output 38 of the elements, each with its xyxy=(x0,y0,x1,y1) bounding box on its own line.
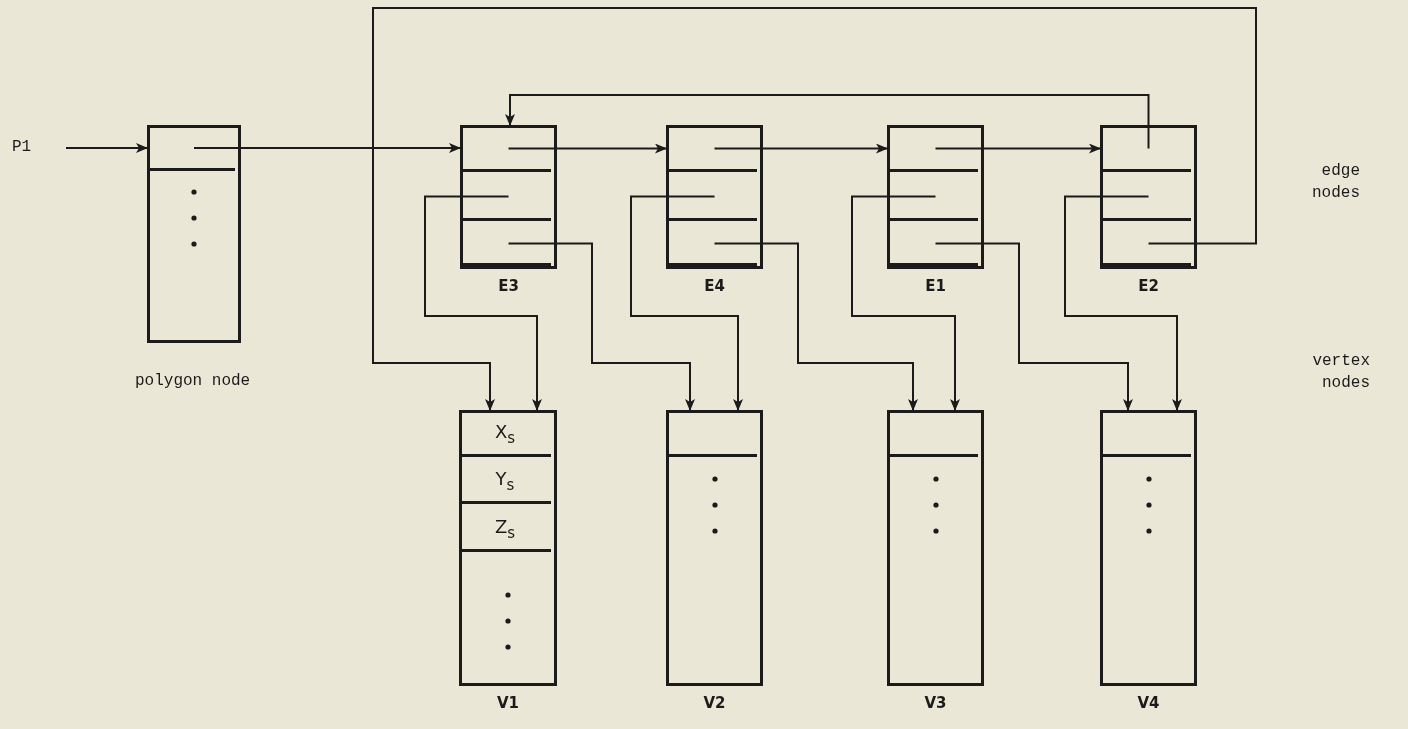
record-box xyxy=(460,125,557,269)
record-box xyxy=(459,410,557,686)
record-box xyxy=(147,125,241,343)
record-box xyxy=(887,125,984,269)
node-caption: E4 xyxy=(703,277,726,295)
node-caption: E2 xyxy=(1137,277,1160,295)
pointer-arrow xyxy=(507,143,667,154)
pointer-arrow xyxy=(507,242,695,411)
pointer-arrow xyxy=(1064,195,1182,411)
pointer-arrow xyxy=(193,143,461,153)
node-caption: V4 xyxy=(1136,694,1161,712)
node-caption: V3 xyxy=(923,694,948,712)
pointer-arrow xyxy=(65,143,148,153)
record-box xyxy=(666,410,763,686)
note-label: vertex nodes xyxy=(1311,351,1370,394)
node-caption: E3 xyxy=(497,277,520,295)
node-caption: V2 xyxy=(702,694,727,712)
record-box xyxy=(1100,410,1197,686)
note-label: edge nodes xyxy=(1311,161,1360,204)
pointer-arrow xyxy=(851,195,960,411)
pointer-arrow xyxy=(713,242,918,411)
pointer-arrow xyxy=(934,242,1133,411)
field-cell: X$_{s}$ xyxy=(459,410,551,457)
pointer-arrow xyxy=(630,195,743,411)
record-box xyxy=(1100,125,1197,269)
node-caption: polygon node xyxy=(135,372,251,390)
pointer-arrow xyxy=(424,195,542,411)
node-caption: V1 xyxy=(495,694,520,712)
pointer-label: P1 xyxy=(12,138,46,158)
node-caption: E1 xyxy=(924,277,947,295)
record-box xyxy=(666,125,763,269)
pointer-arrow xyxy=(372,7,1257,411)
field-cell: Y$_{s}$ xyxy=(459,457,551,504)
record-box xyxy=(887,410,984,686)
pointer-arrow xyxy=(505,94,1150,150)
pointer-arrow xyxy=(713,143,888,154)
field-cell: Z$_{s}$ xyxy=(459,504,551,552)
pointer-arrow xyxy=(934,143,1101,154)
